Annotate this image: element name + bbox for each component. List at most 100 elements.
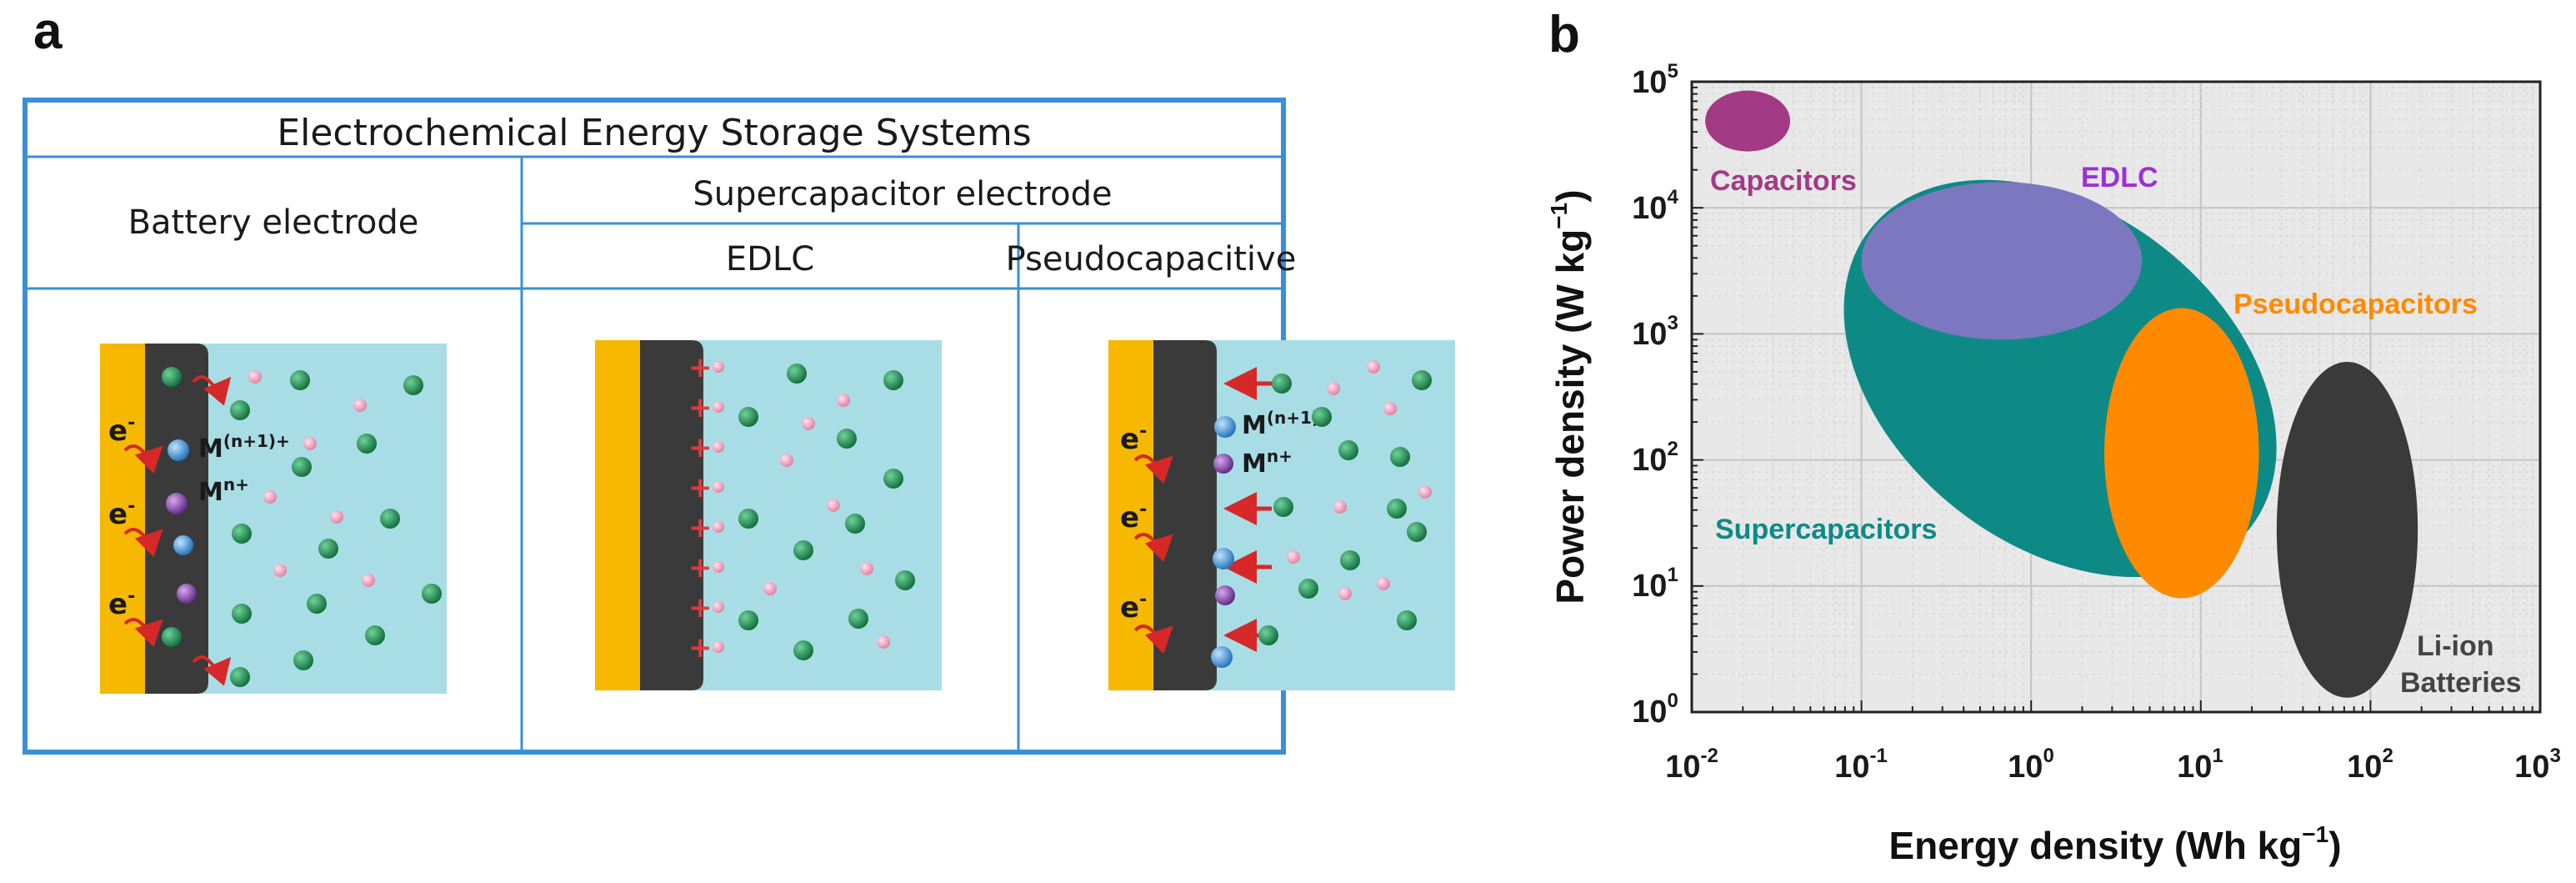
y-tick-label: 105 bbox=[1632, 60, 1678, 100]
cation-sphere bbox=[307, 594, 327, 614]
cation-sphere bbox=[848, 609, 868, 629]
cation-sphere bbox=[380, 509, 400, 529]
li-ion-label: Li-ion bbox=[2417, 630, 2494, 662]
y-tick-labels: 100 101 102 103 104 105 bbox=[1632, 60, 1678, 730]
cation-sphere bbox=[1387, 499, 1407, 519]
anion-sphere bbox=[877, 635, 890, 649]
cation-sphere bbox=[1340, 550, 1360, 570]
anion-sphere bbox=[248, 370, 262, 384]
cation-sphere bbox=[787, 364, 807, 384]
battery-electrode-illustration: e- e- e- M(n+1)+ Mn+ bbox=[100, 344, 447, 694]
electron-flow-arrow bbox=[123, 528, 163, 558]
anion-sphere bbox=[303, 437, 317, 450]
anion-sphere bbox=[1418, 485, 1432, 499]
cation-sphere bbox=[738, 509, 758, 529]
battery-electrode bbox=[145, 344, 208, 694]
ion-low-oxidation-sphere bbox=[1215, 585, 1235, 605]
cation-sphere bbox=[845, 514, 865, 534]
cation-sphere bbox=[232, 604, 252, 624]
anion-sphere bbox=[713, 401, 724, 413]
capacitors-label: Capacitors bbox=[1710, 165, 1857, 197]
cation-sphere bbox=[793, 640, 813, 660]
cation-sphere bbox=[1397, 610, 1417, 630]
cation-sphere bbox=[230, 667, 250, 687]
x-tick-label: 100 bbox=[2008, 745, 2054, 785]
anion-sphere bbox=[860, 562, 873, 575]
anion-sphere bbox=[713, 561, 724, 573]
edlc-region bbox=[1861, 182, 2143, 340]
x-tick-label: 101 bbox=[2177, 745, 2223, 785]
y-tick-label: 103 bbox=[1632, 312, 1678, 352]
cation-sphere bbox=[1272, 374, 1292, 394]
x-tick-label: 10-2 bbox=[1665, 745, 1718, 785]
surface-charge-plus: + bbox=[688, 631, 713, 665]
cation-sphere bbox=[162, 367, 182, 387]
anion-sphere bbox=[713, 641, 724, 653]
current-collector bbox=[595, 340, 640, 690]
cation-sphere bbox=[738, 610, 758, 630]
electron-label: e- bbox=[108, 586, 135, 621]
cation-sphere bbox=[793, 540, 813, 560]
cation-sphere bbox=[365, 625, 385, 645]
edlc-label: EDLC bbox=[2081, 162, 2158, 193]
battery-electrode-header: Battery electrode bbox=[128, 203, 419, 242]
cation-sphere bbox=[290, 370, 310, 390]
x-tick-label: 103 bbox=[2514, 745, 2561, 785]
cation-sphere bbox=[738, 407, 758, 427]
surface-charge-plus: + bbox=[688, 511, 713, 544]
cation-sphere bbox=[232, 524, 252, 544]
anion-sphere bbox=[1377, 577, 1390, 590]
x-tick-labels: 10-2 10-1 100 101 102 103 bbox=[1665, 745, 2561, 785]
anion-sphere bbox=[273, 564, 287, 577]
cation-sphere bbox=[293, 650, 313, 670]
anion-sphere bbox=[1338, 587, 1352, 600]
x-tick-label: 102 bbox=[2347, 745, 2393, 785]
ion-high-label: M(n+1)+ bbox=[198, 431, 290, 464]
electron-flow-arrow bbox=[123, 618, 163, 648]
y-tick-label: 102 bbox=[1632, 438, 1678, 478]
cation-sphere bbox=[1412, 370, 1432, 390]
anion-sphere bbox=[1367, 360, 1380, 374]
panel-a-letter: a bbox=[33, 3, 63, 60]
cation-sphere bbox=[230, 400, 250, 420]
y-tick-label: 100 bbox=[1632, 690, 1678, 730]
anion-sphere bbox=[1333, 500, 1347, 514]
cation-sphere bbox=[162, 627, 182, 647]
ion-flow-arrow bbox=[192, 655, 232, 686]
table-title: Electrochemical Energy Storage Systems bbox=[277, 112, 1031, 154]
electron-label: e- bbox=[108, 496, 135, 531]
li-ion-batteries-region bbox=[2276, 361, 2418, 698]
cation-sphere bbox=[1312, 407, 1332, 427]
anion-sphere bbox=[713, 481, 724, 493]
cation-sphere bbox=[1390, 447, 1410, 467]
cation-sphere bbox=[1258, 625, 1278, 645]
anion-sphere bbox=[263, 490, 277, 504]
pseudocapacitors-label: Pseudocapacitors bbox=[2233, 288, 2478, 320]
electron-label: e- bbox=[1120, 499, 1147, 534]
edlc-illustration: + + + + + + + + bbox=[595, 340, 942, 690]
cation-sphere bbox=[1298, 579, 1318, 599]
ion-high-oxidation-sphere bbox=[173, 535, 193, 555]
supercapacitor-electrode-header: Supercapacitor electrode bbox=[693, 175, 1112, 213]
electron-label: e- bbox=[1120, 590, 1147, 625]
pseudocapacitive-illustration: e- e- e- M(n+1)+ Mn+ bbox=[1108, 340, 1455, 690]
cation-sphere bbox=[422, 584, 442, 604]
cation-sphere bbox=[895, 570, 915, 590]
batteries-label: Batteries bbox=[2400, 667, 2522, 699]
cation-sphere bbox=[883, 370, 903, 390]
anion-sphere bbox=[713, 601, 724, 613]
cation-sphere bbox=[1407, 522, 1427, 542]
anion-sphere bbox=[802, 417, 815, 430]
surface-charges: + + + + + + + + bbox=[688, 351, 713, 665]
anion-sphere bbox=[713, 361, 724, 373]
anion-sphere bbox=[362, 574, 375, 587]
pseudocapacitive-header: Pseudocapacitive bbox=[1006, 240, 1297, 278]
anion-sphere bbox=[1327, 382, 1340, 395]
panel-b-letter: b bbox=[1548, 6, 1580, 63]
electron-label: e- bbox=[1120, 421, 1147, 456]
surface-charge-plus: + bbox=[688, 551, 713, 584]
cation-sphere bbox=[837, 429, 857, 449]
surface-charge-plus: + bbox=[688, 591, 713, 625]
ion-low-oxidation-sphere bbox=[166, 493, 188, 514]
pseudocapacitive-electrode bbox=[1153, 340, 1217, 690]
